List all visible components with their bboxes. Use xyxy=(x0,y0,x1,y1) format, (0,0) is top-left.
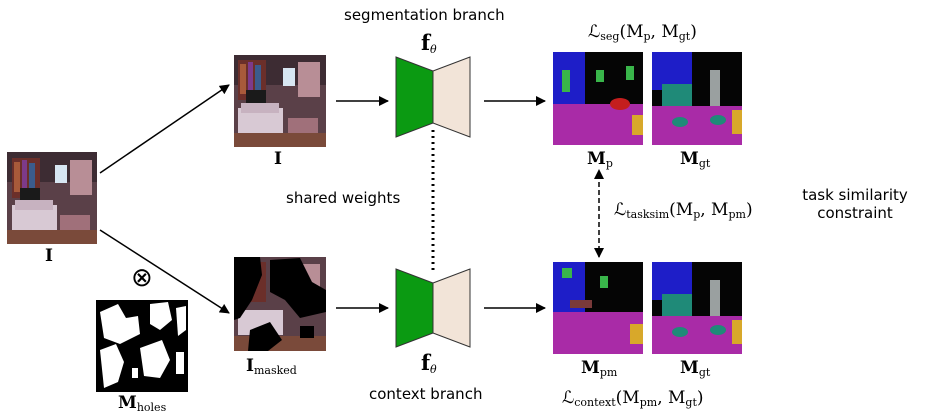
Mgt-bottom-label: Mgt xyxy=(680,358,711,379)
arrow-input-to-top xyxy=(99,84,230,174)
top-I-label: I xyxy=(274,149,282,169)
masked-image xyxy=(234,257,326,351)
input-image xyxy=(7,152,97,244)
tasksim-loss: ℒtasksim(Mp, Mpm) xyxy=(614,200,753,221)
Mgt-top-label: Mgt xyxy=(680,149,711,170)
arrow-input-to-masked xyxy=(99,229,230,314)
context-loss: ℒcontext(Mpm, Mgt) xyxy=(562,388,704,409)
segmentation-branch-label: segmentation branch xyxy=(344,6,505,24)
f-symbol: f xyxy=(421,30,431,55)
seg-map-Mpm xyxy=(553,262,643,354)
context-network xyxy=(395,268,471,348)
input-I-label: I xyxy=(45,246,53,266)
shared-weights-label: shared weights xyxy=(286,189,401,207)
otimes-symbol: ⊗ xyxy=(131,263,153,293)
task-similarity-line1: task similarity xyxy=(802,186,908,204)
f-theta-bottom: fθ xyxy=(421,350,437,376)
f-symbol: f xyxy=(421,350,431,375)
top-image xyxy=(234,55,326,147)
Mp-label: Mp xyxy=(587,149,613,170)
theta-sub: θ xyxy=(430,43,437,56)
masked-image-label: Imasked xyxy=(246,356,297,377)
theta-sub: θ xyxy=(430,363,437,376)
holes-mask xyxy=(96,300,188,392)
seg-map-Mgt-top xyxy=(652,52,742,145)
seg-map-Mgt-bottom xyxy=(652,262,742,354)
segmentation-network xyxy=(395,56,471,138)
f-theta-top: fθ xyxy=(421,30,437,56)
task-similarity-line2: constraint xyxy=(817,204,893,222)
Mpm-label: Mpm xyxy=(581,358,618,379)
holes-mask-label: Mholes xyxy=(118,393,167,414)
seg-loss: ℒseg(Mp, Mgt) xyxy=(588,22,697,43)
context-branch-label: context branch xyxy=(369,385,483,403)
seg-map-Mp xyxy=(553,52,643,145)
task-similarity-label: task similarity constraint xyxy=(795,186,915,222)
